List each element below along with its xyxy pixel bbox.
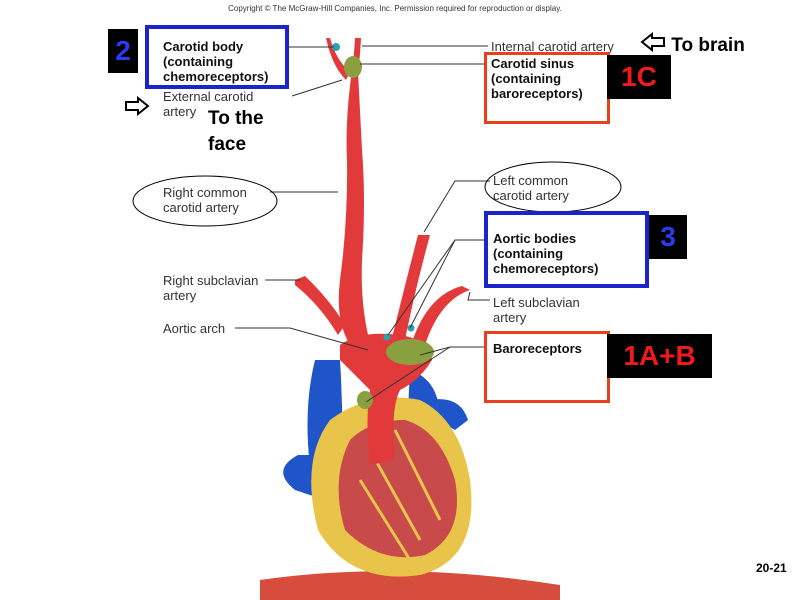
- slide-number: 20-21: [756, 561, 787, 575]
- left-subclavian-line1: Left subclavian: [493, 295, 580, 310]
- carotid-sinus-mark: [344, 56, 362, 78]
- carotid-sinus-label: Carotid sinus (containing baroreceptors): [491, 56, 583, 101]
- carotid-sinus-line2: (containing: [491, 71, 562, 86]
- aortic-bodies-line2: (containing: [493, 246, 564, 261]
- to-the-face-line2: face: [208, 134, 247, 155]
- left-common-carotid-line2: carotid artery: [493, 188, 569, 203]
- right-common-carotid-line1: Right common: [163, 185, 247, 200]
- carotid-body-number-tag: 2: [108, 29, 138, 73]
- external-carotid: [326, 38, 350, 80]
- carotid-body-mark: [332, 43, 340, 51]
- baroreceptors-number-tag: 1A+B: [607, 334, 712, 378]
- to-the-face-line1: To the: [208, 108, 264, 129]
- carotid-body-line3: chemoreceptors): [163, 69, 269, 84]
- left-common-carotid-line1: Left common: [493, 173, 569, 188]
- aortic-baroreceptor-mark: [386, 339, 434, 365]
- aortic-bodies-line1: Aortic bodies: [493, 231, 577, 246]
- left-subclavian-label: Left subclavian artery: [493, 295, 580, 325]
- aortic-arch-label: Aortic arch: [163, 321, 226, 336]
- right-subclavian-line1: Right subclavian: [163, 273, 259, 288]
- aortic-bodies-number-tag: 3: [649, 215, 687, 259]
- right-subclavian-line2: artery: [163, 288, 197, 303]
- carotid-body-line1: Carotid body: [163, 39, 244, 54]
- left-subclavian: [412, 286, 470, 345]
- carotid-body-label: Carotid body (containing chemoreceptors): [163, 39, 268, 84]
- aortic-baroreceptor-mark-2: [357, 391, 373, 409]
- carotid-body-box: [145, 25, 289, 89]
- to-brain-text: To brain: [671, 35, 745, 57]
- aortic-bodies-box: [484, 211, 649, 288]
- baroreceptors-box: [484, 331, 610, 403]
- left-common-carotid-label: Left common carotid artery: [493, 173, 569, 203]
- right-common-carotid-line2: carotid artery: [163, 200, 239, 215]
- external-carotid-label: External carotid artery: [163, 89, 253, 119]
- carotid-sinus-line3: baroreceptors): [491, 86, 583, 101]
- left-common-carotid: [392, 235, 430, 340]
- internal-carotid-label: Internal carotid artery: [491, 39, 614, 54]
- coronary-fat-lines: [358, 429, 442, 561]
- carotid-body-line2: (containing: [163, 54, 234, 69]
- to-brain-hint: To brain: [640, 31, 745, 60]
- aortic-body-mark-1: [383, 333, 391, 341]
- carotid-sinus-line1: Carotid sinus: [491, 56, 575, 71]
- aortic-arch: [340, 333, 432, 465]
- right-common-carotid: [338, 70, 372, 350]
- external-carotid-line2: artery: [163, 104, 197, 119]
- leader-lines: [235, 45, 490, 403]
- left-arrow-icon: [640, 31, 666, 60]
- right-common-carotid-label: Right common carotid artery: [163, 185, 247, 215]
- aortic-bodies-label: Aortic bodies (containing chemoreceptors…: [493, 231, 598, 276]
- carotid-sinus-box: [484, 52, 610, 124]
- right-subclavian-label: Right subclavian artery: [163, 273, 258, 303]
- right-arrow-icon: [124, 95, 150, 121]
- to-the-face-hint: To the face: [208, 106, 264, 158]
- external-carotid-line1: External carotid: [163, 89, 254, 104]
- diaphragm-shape: [260, 571, 560, 600]
- aortic-body-mark-2: [407, 324, 415, 332]
- right-subclavian: [295, 276, 345, 335]
- baroreceptors-label: Baroreceptors: [493, 341, 582, 356]
- left-subclavian-line2: artery: [493, 310, 527, 325]
- right-common-carotid-ellipse: [132, 175, 278, 227]
- copyright-notice: Copyright © The McGraw-Hill Companies, I…: [228, 4, 562, 13]
- aortic-bodies-line3: chemoreceptors): [493, 261, 599, 276]
- heart-ventricle: [338, 420, 457, 558]
- carotid-sinus-number-tag: 1C: [607, 55, 671, 99]
